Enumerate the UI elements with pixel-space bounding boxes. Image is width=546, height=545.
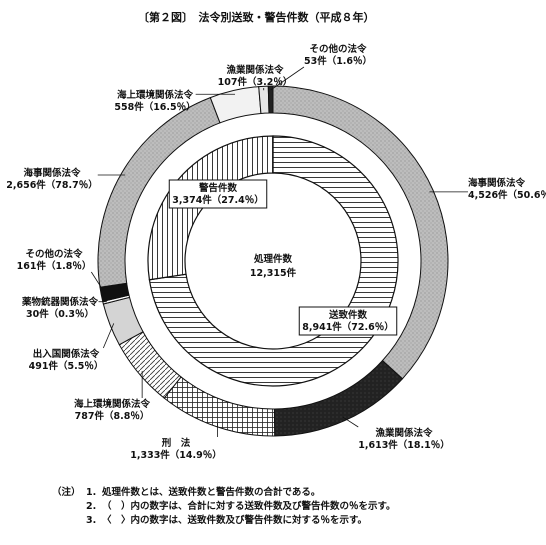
inner-label-value: 8,941件（72.6％） bbox=[302, 321, 394, 333]
outer-ring bbox=[97, 85, 449, 437]
outer-label-name: その他の法令 bbox=[309, 43, 367, 55]
center-value: 12,315件 bbox=[250, 267, 297, 279]
outer-label-value: 2,656件（78.7％） bbox=[6, 179, 98, 191]
outer-label-name: 海上環境関係法令 bbox=[74, 398, 151, 410]
outer-label-name: 漁業関係法令 bbox=[226, 64, 284, 76]
outer-label-name: 薬物銃器関係法令 bbox=[21, 296, 99, 308]
outer-segment bbox=[118, 331, 182, 399]
outer-label-value: 107件（3.2％） bbox=[218, 76, 293, 88]
inner-label-value: 3,374件（27.4％） bbox=[172, 194, 264, 206]
outer-label: 刑 法1,333件（14.9％） bbox=[130, 437, 222, 461]
leader-line bbox=[342, 416, 359, 428]
outer-label-name: 海上環境関係法令 bbox=[117, 89, 194, 101]
inner-label-name: 警告件数 bbox=[199, 182, 238, 194]
outer-label-name: その他の法令 bbox=[25, 248, 83, 260]
inner-segment bbox=[147, 135, 274, 281]
labels: 海事関係法令4,526件（50.6％）漁業関係法令1,613件（18.1％）刑 … bbox=[6, 43, 546, 461]
outer-label-value: 53件（1.6％） bbox=[304, 55, 372, 67]
outer-label-value: 1,333件（14.9％） bbox=[130, 449, 222, 461]
notes: （注）1.処理件数とは、送致件数と警告件数の合計である。 2.（ ）内の数字は、… bbox=[52, 486, 396, 528]
leader-line bbox=[90, 271, 106, 294]
outer-label-name: 海事関係法令 bbox=[23, 167, 81, 179]
outer-label-value: 161件（1.8％） bbox=[17, 260, 92, 272]
outer-segment bbox=[267, 85, 274, 114]
outer-segment bbox=[209, 86, 262, 124]
outer-label-value: 558件（16.5％） bbox=[114, 101, 195, 113]
outer-label-name: 海事関係法令 bbox=[468, 177, 526, 189]
outer-label-value: 30件（0.3％） bbox=[26, 308, 94, 320]
note-2: 2.（ ）内の数字は、合計に対する送致件数及び警告件数の％を示す。 bbox=[86, 501, 396, 512]
note-1: （注）1.処理件数とは、送致件数と警告件数の合計である。 bbox=[52, 487, 321, 498]
chart-title: 〔第２図〕 法令別送致・警告件数（平成８年） bbox=[138, 10, 375, 24]
leader-lines bbox=[90, 66, 468, 437]
center-label: 処理件数 bbox=[253, 253, 293, 265]
outer-label-name: 刑 法 bbox=[162, 437, 191, 449]
outer-label-value: 787件（8.8％） bbox=[75, 410, 150, 422]
outer-label-value: 491件（5.5％） bbox=[29, 360, 104, 372]
outer-label-name: 漁業関係法令 bbox=[375, 427, 433, 439]
label-box bbox=[168, 179, 268, 209]
outer-label-value: 4,526件（50.6％） bbox=[468, 189, 546, 201]
outer-label-name: 出入国関係法令 bbox=[33, 348, 100, 360]
outer-segment bbox=[163, 376, 276, 437]
note-3: 3.〈 〉内の数字は、送致件数及び警告件数に対する％を示す。 bbox=[86, 515, 368, 526]
leader-line bbox=[102, 323, 115, 349]
label-box bbox=[298, 306, 398, 336]
outer-label-value: 1,613件（18.1％） bbox=[358, 439, 450, 451]
leader-line bbox=[270, 66, 305, 91]
inner-label-name: 送致件数 bbox=[328, 309, 368, 321]
notes-heading: （注） bbox=[52, 487, 81, 498]
